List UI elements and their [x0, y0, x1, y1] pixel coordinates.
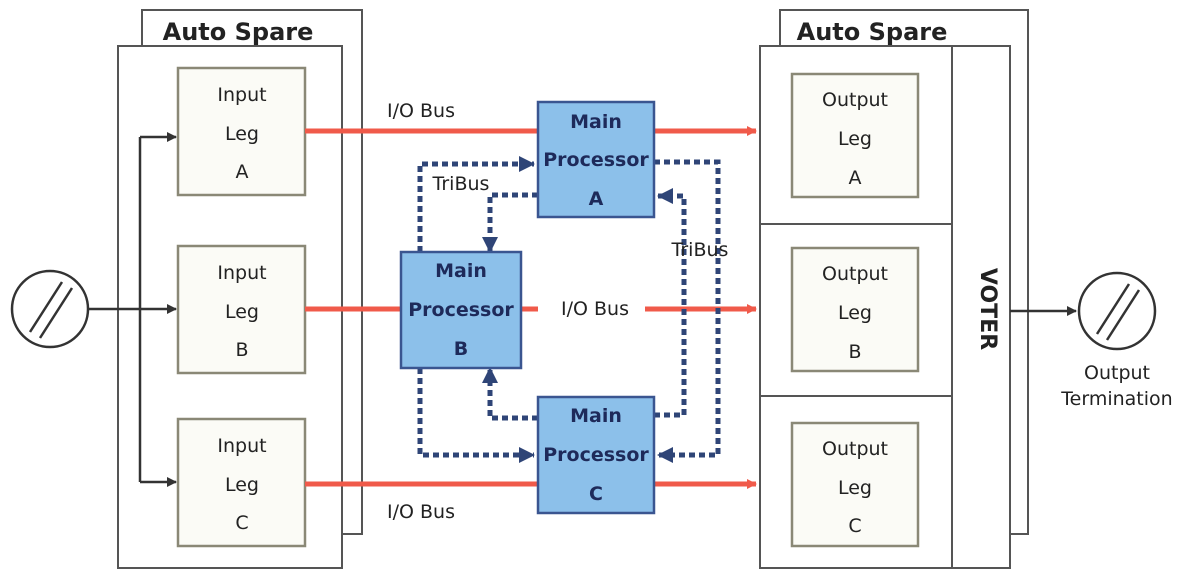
input-leg-a-line2: Leg	[225, 123, 259, 145]
output-leg-c-line1: Output	[822, 438, 888, 460]
processor-b-line3: B	[454, 338, 468, 360]
output-termination-line2: Termination	[1060, 388, 1172, 410]
processor-c-line1: Main	[570, 405, 622, 427]
processor-b-line2: Processor	[408, 299, 514, 321]
output-termination-line1: Output	[1084, 362, 1150, 384]
input-leg-b-line2: Leg	[225, 301, 259, 323]
output-leg-a-line2: Leg	[838, 128, 872, 150]
tribus-label-left: TriBus	[432, 173, 490, 195]
tribus-lines	[417, 156, 721, 463]
voter-label: VOTER	[975, 268, 1000, 350]
io-bus-label-bottom: I/O Bus	[387, 501, 455, 523]
input-leg-b-line3: B	[235, 339, 248, 361]
output-leg-a-line1: Output	[822, 89, 888, 111]
left-auto-spare-title: Auto Spare	[163, 18, 314, 46]
input-terminal-icon	[10, 269, 90, 349]
output-leg-a: Output Leg A	[790, 72, 920, 199]
output-leg-b: Output Leg B	[790, 246, 920, 373]
input-leg-a-line1: Input	[217, 84, 266, 106]
output-leg-c-line2: Leg	[838, 477, 872, 499]
io-bus-label-middle: I/O Bus	[561, 298, 629, 320]
tribus-label-right: TriBus	[671, 239, 729, 261]
main-processor-a: Main Processor A	[536, 100, 656, 219]
output-terminal-icon	[1077, 271, 1157, 351]
processor-a-line1: Main	[570, 111, 622, 133]
processor-c-line3: C	[589, 483, 603, 505]
io-bus-label-top: I/O Bus	[387, 100, 455, 122]
input-leg-c: Input Leg C	[176, 417, 307, 548]
input-leg-c-line2: Leg	[225, 474, 259, 496]
io-bus-lines	[305, 126, 757, 489]
output-leg-c: Output Leg C	[790, 421, 920, 548]
input-fanout-lines	[88, 132, 177, 487]
main-processor-c: Main Processor C	[536, 395, 656, 515]
input-leg-c-line1: Input	[217, 435, 266, 457]
output-leg-c-line3: C	[848, 515, 861, 537]
processor-c-line2: Processor	[543, 444, 649, 466]
input-leg-b: Input Leg B	[176, 244, 307, 375]
output-leg-b-line2: Leg	[838, 302, 872, 324]
output-leg-a-line3: A	[849, 167, 862, 189]
input-leg-c-line3: C	[235, 512, 248, 534]
input-leg-b-line1: Input	[217, 262, 266, 284]
input-leg-a-line3: A	[236, 161, 249, 183]
output-leg-b-line3: B	[848, 341, 861, 363]
right-auto-spare-title: Auto Spare	[797, 18, 948, 46]
processor-a-line2: Processor	[543, 149, 649, 171]
input-leg-a: Input Leg A	[176, 66, 307, 197]
main-processor-b: Main Processor B	[399, 250, 523, 370]
output-leg-b-line1: Output	[822, 263, 888, 285]
processor-b-line1: Main	[435, 260, 487, 282]
processor-a-line3: A	[589, 188, 604, 210]
